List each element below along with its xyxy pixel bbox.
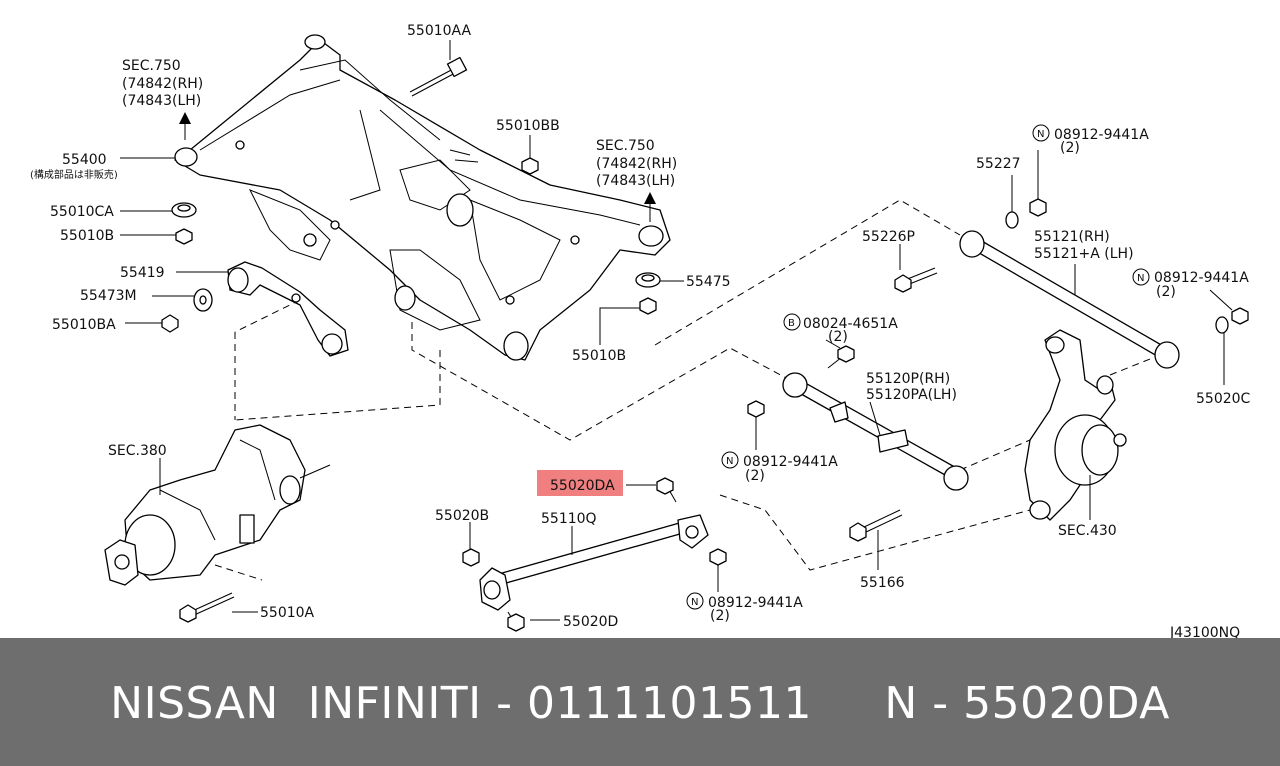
callout-55020b: 55020B xyxy=(435,508,489,524)
assembly-guide-lines xyxy=(214,199,1161,581)
nut-08912-d xyxy=(709,548,727,566)
washer-55227 xyxy=(1005,211,1019,229)
callout-74842-right: (74842(RH) xyxy=(596,156,677,172)
parts-diagram: 55010AA SEC.750 (74842(RH) (74843(LH) 55… xyxy=(30,23,1251,638)
svg-text:N: N xyxy=(1137,273,1144,284)
callout-55010b-right: 55010B xyxy=(572,348,626,364)
arrow-sec750-left xyxy=(179,112,191,140)
bolt-08024 xyxy=(827,345,855,369)
rear-suspension-member xyxy=(174,34,671,361)
callout-08912-1-qty: (2) xyxy=(1060,140,1080,156)
callout-08912-4: 08912-9441A xyxy=(708,595,803,611)
bolt-55010a xyxy=(179,592,235,623)
washer-55020c xyxy=(1215,316,1229,334)
callout-55010b-left: 55010B xyxy=(60,228,114,244)
callout-55010a: 55010A xyxy=(260,605,315,621)
nut-symbol-2: N xyxy=(1132,268,1150,286)
link-55120p xyxy=(782,372,969,491)
nut-symbol-4: N xyxy=(686,592,704,610)
svg-text:N: N xyxy=(1037,129,1044,140)
callout-55010ca: 55010CA xyxy=(50,204,114,220)
callout-08912-2: 08912-9441A xyxy=(1154,270,1249,286)
callout-note-jp: (構成部品は非販売) xyxy=(30,168,118,181)
nut-55010b-right xyxy=(639,297,657,315)
callout-55226p: 55226P xyxy=(862,229,915,245)
bolt-55166 xyxy=(849,509,903,542)
bushing-55010ca xyxy=(171,202,197,218)
callout-55227: 55227 xyxy=(976,156,1021,172)
callout-08024-qty: (2) xyxy=(828,329,848,345)
part-info-text: NISSAN INFINITI - 0111101511 N - 55020DA xyxy=(110,678,1170,729)
axle-knuckle xyxy=(1024,329,1127,521)
callout-sec430: SEC.430 xyxy=(1058,523,1117,539)
bolt-55020da xyxy=(656,477,677,503)
callout-08912-1: 08912-9441A xyxy=(1054,127,1149,143)
bracket-55419 xyxy=(227,261,349,357)
callout-74842-left: (74842(RH) xyxy=(122,76,203,92)
svg-text:N: N xyxy=(726,456,733,467)
nut-symbol-3: N xyxy=(721,451,739,469)
bolt-55020d xyxy=(507,611,525,632)
link-55121 xyxy=(959,230,1180,369)
callout-55121a: 55121+A (LH) xyxy=(1034,246,1134,262)
nut-08912-c xyxy=(747,400,765,418)
diagram-ref-code: J43100NQ xyxy=(1169,625,1240,638)
nut-55010b-left xyxy=(175,228,193,245)
callout-labels: 55010AA SEC.750 (74842(RH) (74843(LH) 55… xyxy=(30,23,1251,638)
bolt-55010ba xyxy=(161,314,179,333)
bolt-symbol-1: B xyxy=(783,313,801,331)
bushing-55475 xyxy=(635,272,661,288)
callout-08912-4-qty: (2) xyxy=(710,608,730,624)
link-55110q xyxy=(479,514,709,611)
callout-55473m: 55473M xyxy=(80,288,137,304)
callout-55166: 55166 xyxy=(860,575,905,591)
callout-08912-3: 08912-9441A xyxy=(743,454,838,470)
nut-08912-a xyxy=(1029,198,1047,217)
callout-08912-2-qty: (2) xyxy=(1156,284,1176,300)
highlight-55020da xyxy=(537,470,623,496)
callout-55475: 55475 xyxy=(686,274,731,290)
callout-55020d: 55020D xyxy=(563,614,618,630)
svg-text:B: B xyxy=(788,318,795,329)
nut-symbol-1: N xyxy=(1032,124,1050,142)
nut-08912-b xyxy=(1231,307,1249,325)
callout-sec750-left: SEC.750 xyxy=(122,58,181,74)
nut-55020b xyxy=(462,548,480,567)
arrow-sec750-right xyxy=(644,192,656,222)
callout-55110q: 55110Q xyxy=(541,511,597,527)
svg-text:N: N xyxy=(691,597,698,608)
callout-55419: 55419 xyxy=(120,265,165,281)
callout-74843-left: (74843(LH) xyxy=(122,93,201,109)
callout-55010aa: 55010AA xyxy=(407,23,472,39)
callout-55120pa: 55120PA(LH) xyxy=(866,387,957,403)
callout-55010bb: 55010BB xyxy=(496,118,560,134)
part-info-footer: NISSAN INFINITI - 0111101511 N - 55020DA xyxy=(0,638,1280,766)
callout-sec380: SEC.380 xyxy=(108,443,167,459)
rear-differential xyxy=(104,424,331,586)
callout-55020c: 55020C xyxy=(1196,391,1251,407)
leader-lines xyxy=(120,40,1233,621)
callout-55120p: 55120P(RH) xyxy=(866,371,950,387)
callout-sec750-right: SEC.750 xyxy=(596,138,655,154)
callout-08912-3-qty: (2) xyxy=(745,468,765,484)
washer-55473m xyxy=(193,288,213,312)
nut-55010bb xyxy=(521,157,539,175)
callout-55010ba: 55010BA xyxy=(52,317,116,333)
callout-08024: 08024-4651A xyxy=(803,316,898,332)
bolt-55010aa xyxy=(409,56,468,97)
callout-55121: 55121(RH) xyxy=(1034,229,1110,245)
callout-55400: 55400 xyxy=(62,152,107,168)
bolt-55226p xyxy=(894,267,938,293)
callout-74843-right: (74843(LH) xyxy=(596,173,675,189)
callout-55020da: 55020DA xyxy=(550,478,615,494)
